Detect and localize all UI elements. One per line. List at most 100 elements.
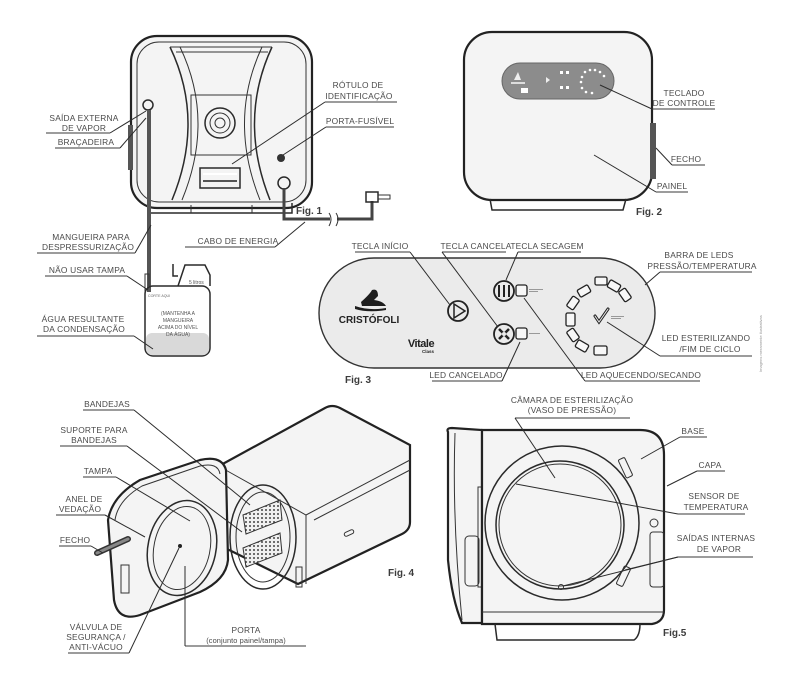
label-porta-1: PORTA — [231, 625, 260, 635]
internal-steam-outlet — [558, 584, 564, 590]
model-sub: Class — [422, 349, 435, 354]
label-tecla-inicio: TECLA INÍCIO — [352, 241, 409, 251]
label-tecla-secagem: TECLA SECAGEM — [510, 241, 583, 251]
door-iso — [94, 457, 230, 618]
jug-note-line-2: MANGUEIRA — [163, 318, 194, 324]
label-sensor-2: TEMPERATURA — [684, 502, 749, 512]
led-arc-segment — [576, 284, 592, 298]
jug-note-line-3: ACIMA DO NÍVEL — [158, 324, 199, 331]
label-valvula-3: ANTI-VÁCUO — [69, 642, 123, 652]
tray — [242, 532, 283, 568]
label-teclado-2: DE CONTROLE — [653, 98, 716, 108]
figure-5-chamber-view: CÂMARA DE ESTERILIZAÇÃO (VASO DE PRESSÃO… — [446, 395, 756, 641]
figure-3-caption: Fig. 3 — [345, 375, 372, 386]
condensation-water-jug: 5 litros CORTE AQUI (MANTENHA A MANGUEIR… — [144, 264, 211, 357]
figure-4-open-door: BANDEJAS SUPORTE PARA BANDEJAS TAMPA ANE… — [56, 399, 415, 654]
figure-1-rear-view: Fig. 1 5 litros CORTE AQUI (MANTENHA A M… — [37, 34, 397, 357]
label-suporte-2: BANDEJAS — [71, 435, 117, 445]
figure-3-control-panel: CRISTÓFOLI Vitale Class — [318, 241, 763, 386]
label-saidas-1: SAÍDAS INTERNAS — [677, 533, 756, 543]
label-tampa: TAMPA — [84, 466, 113, 476]
led-arc-segment — [565, 312, 576, 327]
figure-2-front-view: TECLADO DE CONTROLE FECHO PAINEL Fig. 2 — [462, 30, 716, 218]
label-nao-usar-tampa: NÃO USAR TAMPA — [49, 265, 126, 275]
label-porta-fusivel: PORTA-FUSÍVEL — [326, 116, 395, 126]
figure-2-caption: Fig. 2 — [636, 207, 663, 218]
autoclave-rear-body — [128, 34, 314, 214]
label-fecho-fig4: FECHO — [60, 535, 91, 545]
label-saida-externa-1: SAÍDA EXTERNA — [49, 113, 118, 123]
led-arc-segment — [574, 339, 590, 353]
power-cable — [282, 188, 391, 227]
autoclave-body-iso — [217, 404, 412, 590]
sterilization-chamber — [484, 445, 640, 601]
figure-4-caption: Fig. 4 — [388, 568, 415, 579]
control-keypad-mini — [501, 62, 615, 100]
label-led-esterilizando-1: LED ESTERILIZANDO — [662, 333, 751, 343]
chamber-housing — [480, 428, 666, 626]
label-agua-2: DA CONDENSAÇÃO — [43, 324, 125, 334]
label-suporte-1: SUPORTE PARA — [60, 425, 127, 435]
label-capa: CAPA — [699, 460, 722, 470]
label-bracadeira: BRAÇADEIRA — [58, 137, 115, 147]
label-agua-1: ÁGUA RESULTANTE — [42, 314, 125, 324]
label-sensor-1: SENSOR DE — [688, 491, 739, 501]
safety-valve — [178, 544, 182, 548]
jug-capacity: 5 litros — [189, 280, 204, 286]
jug-cut-note: CORTE AQUI — [148, 294, 170, 298]
label-base: BASE — [681, 426, 704, 436]
led-arc-segment — [618, 287, 632, 303]
identification-label-plate — [199, 167, 241, 189]
label-saida-externa-2: DE VAPOR — [62, 123, 106, 133]
play-icon — [453, 302, 467, 320]
cancel-key[interactable] — [493, 323, 515, 345]
figure-5-caption: Fig.5 — [663, 628, 687, 639]
cristofoli-logo — [355, 289, 386, 312]
label-led-cancelado: LED CANCELADO — [429, 370, 503, 380]
led-arc-segment — [566, 327, 580, 343]
label-painel: PAINEL — [657, 181, 688, 191]
label-camara-2: (VASO DE PRESSÃO) — [528, 405, 616, 415]
label-mangueira-1: MANGUEIRA PARA — [52, 232, 130, 242]
led-cancelled — [515, 327, 528, 340]
pressure-temperature-led-bar — [565, 276, 632, 356]
sealing-ring — [146, 499, 218, 597]
label-saidas-2: DE VAPOR — [697, 544, 741, 554]
label-camara-1: CÂMARA DE ESTERILIZAÇÃO — [511, 395, 634, 405]
label-rotulo-1: RÓTULO DE — [333, 80, 384, 90]
led-heating-drying — [515, 284, 528, 297]
latch — [650, 123, 656, 179]
led-arc-segment — [594, 276, 608, 286]
drying-key[interactable] — [493, 280, 515, 302]
model-name: Vitale — [408, 338, 435, 350]
led-arc-segment — [566, 295, 580, 311]
brand-name: CRISTÓFOLI — [339, 313, 400, 326]
jug-note-line-1: (MANTENHA A — [161, 311, 196, 317]
label-tecla-cancela: TECLA CANCELA — [440, 241, 511, 251]
label-bandejas: BANDEJAS — [84, 399, 130, 409]
label-valvula-1: VÁLVULA DE — [70, 622, 123, 632]
label-barra-leds-1: BARRA DE LEDS — [664, 250, 733, 260]
label-led-aquecendo: LED AQUECENDO/SECANDO — [581, 370, 701, 380]
temperature-sensor — [649, 518, 659, 528]
open-door-panel — [446, 426, 484, 625]
label-valvula-2: SEGURANÇA / — [66, 632, 126, 642]
label-cabo-energia: CABO DE ENERGIA — [198, 236, 279, 246]
jug-note-line-4: DA ÁGUA) — [166, 331, 190, 338]
led-arc-segment — [593, 345, 608, 356]
label-anel-1: ANEL DE — [66, 494, 103, 504]
label-teclado-1: TECLADO — [664, 88, 705, 98]
label-rotulo-2: IDENTIFICAÇÃO — [325, 91, 393, 101]
door-lid — [152, 506, 212, 590]
fuse-holder-icon — [277, 154, 285, 162]
label-porta-2: (conjunto painel/tampa) — [206, 636, 286, 645]
start-key[interactable] — [447, 300, 469, 322]
tray — [242, 499, 283, 535]
label-anel-2: VEDAÇÃO — [59, 504, 102, 514]
vertical-disclaimer: Imagens meramente ilustrativas — [758, 315, 763, 372]
label-fecho-fig2: FECHO — [671, 154, 702, 164]
label-led-esterilizando-2: /FIM DE CICLO — [679, 344, 741, 354]
figure-1-caption: Fig. 1 — [296, 206, 323, 217]
led-arc-segment — [606, 279, 622, 293]
